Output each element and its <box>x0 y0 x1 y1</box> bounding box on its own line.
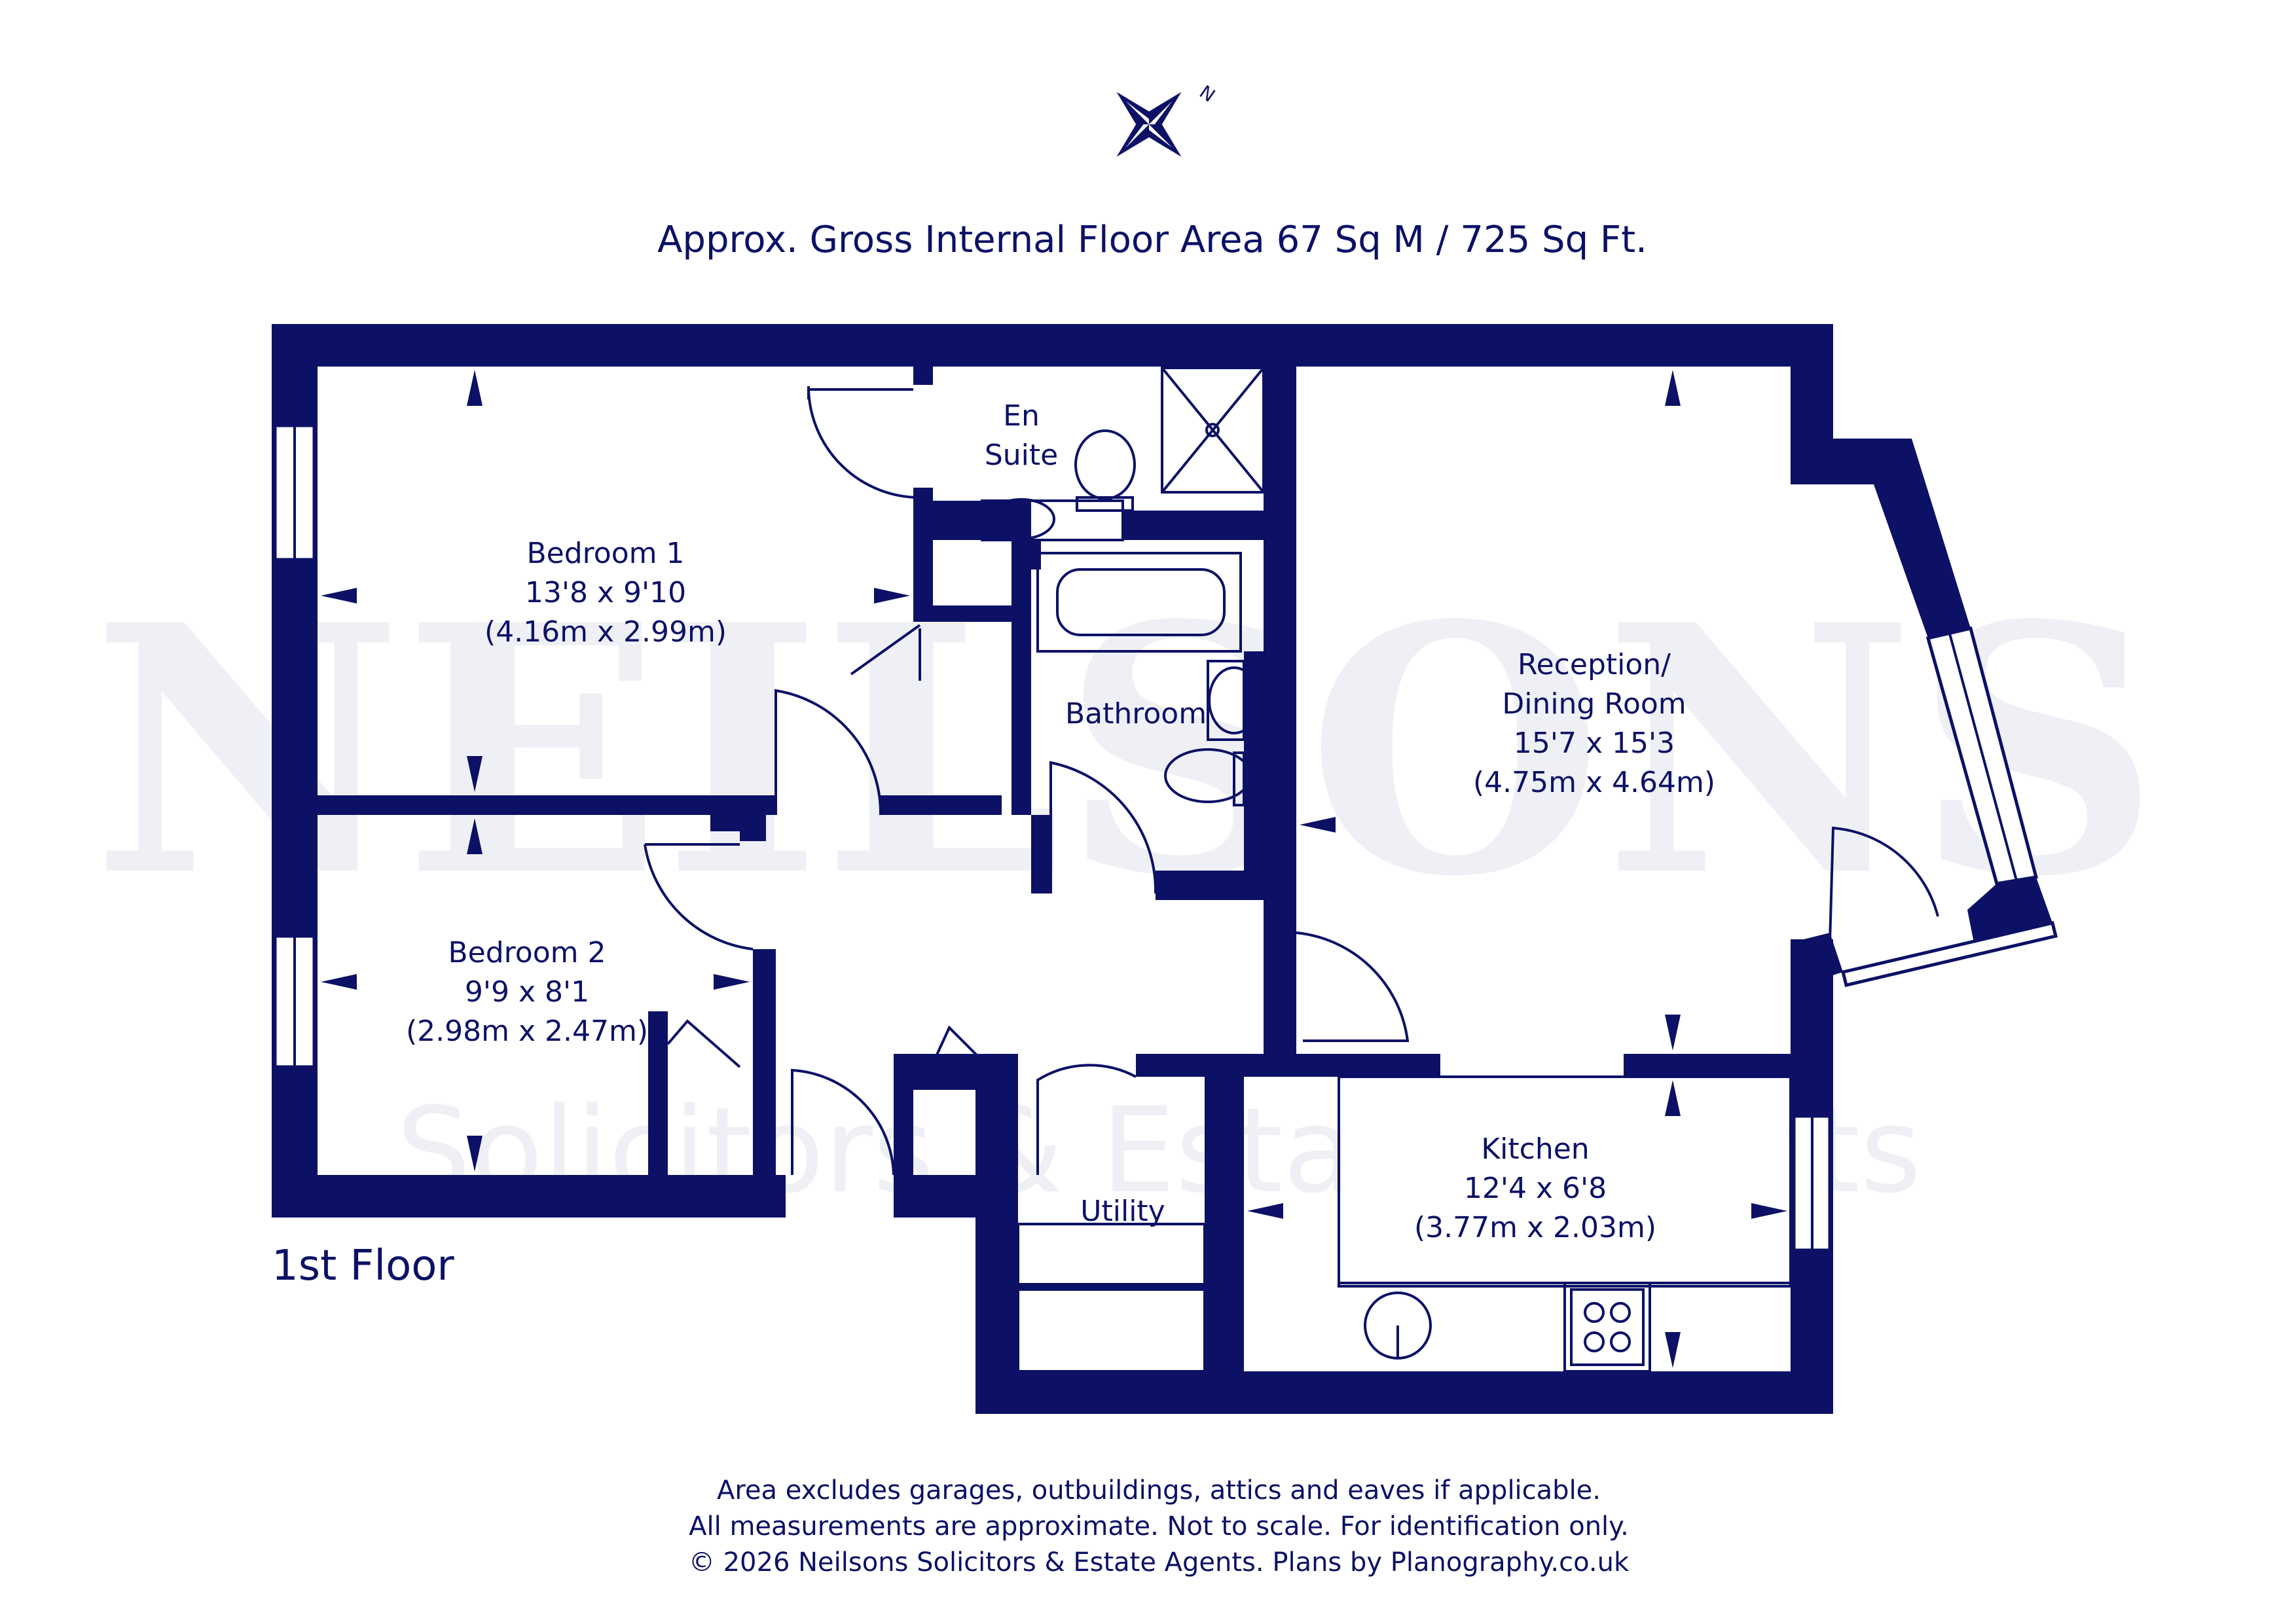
watermark-brand: NEILSONS <box>92 551 2160 951</box>
bath <box>1036 552 1242 653</box>
footer-line2: All measurements are approximate. Not to… <box>689 1511 1629 1542</box>
room-label-reception: Reception/ Dining Room 15'7 x 15'3 (4.75… <box>1473 648 1715 799</box>
reception-line1: Reception/ <box>1518 648 1671 681</box>
measurement-arrows <box>321 370 1787 1368</box>
bathroom-name: Bathroom <box>1065 697 1207 731</box>
room-label-kitchen: Kitchen 12'4 x 6'8 (3.77m x 2.03m) <box>1414 1132 1656 1244</box>
reception-imperial: 15'7 x 15'3 <box>1514 727 1675 760</box>
basin-ensuite <box>987 498 1055 540</box>
bedroom2-imperial: 9'9 x 8'1 <box>465 975 589 1009</box>
toilet-bathroom <box>1164 748 1252 803</box>
door-swings <box>644 386 1939 1176</box>
footer-line3: © 2026 Neilsons Solicitors & Estate Agen… <box>689 1547 1630 1578</box>
utility-name: Utility <box>1080 1195 1165 1228</box>
room-label-bathroom: Bathroom <box>1065 697 1207 731</box>
kitchen-metric: (3.77m x 2.03m) <box>1414 1211 1656 1244</box>
room-label-en-suite: En Suite <box>985 399 1058 472</box>
room-label-bedroom1: Bedroom 1 13'8 x 9'10 (4.16m x 2.99m) <box>484 537 727 649</box>
room-label-bedroom2: Bedroom 2 9'9 x 8'1 (2.98m x 2.47m) <box>406 936 648 1048</box>
bedroom2-name: Bedroom 2 <box>448 936 606 969</box>
toilet-ensuite <box>1074 429 1136 500</box>
area-title: Approx. Gross Internal Floor Area 67 Sq … <box>657 219 1647 261</box>
basin-bathroom <box>1208 666 1260 734</box>
footer-line1: Area excludes garages, outbuildings, att… <box>717 1475 1601 1506</box>
fixtures <box>981 367 1792 1373</box>
floor-label: 1st Floor <box>272 1242 454 1290</box>
bedroom1-metric: (4.16m x 2.99m) <box>484 615 727 649</box>
bedroom2-metric: (2.98m x 2.47m) <box>406 1015 648 1048</box>
reception-metric: (4.75m x 4.64m) <box>1473 766 1715 799</box>
room-label-utility: Utility <box>1080 1195 1165 1228</box>
en-suite-line1: En <box>1003 399 1040 433</box>
footer-notes: Area excludes garages, outbuildings, att… <box>689 1475 1630 1578</box>
reception-line2: Dining Room <box>1502 687 1686 721</box>
bedroom1-name: Bedroom 1 <box>527 537 685 570</box>
windows <box>273 424 2058 1252</box>
hob <box>1563 1282 1651 1373</box>
kitchen-name: Kitchen <box>1481 1132 1589 1166</box>
compass-north-label: N <box>1195 81 1219 107</box>
shower-tray <box>1161 367 1265 494</box>
compass-icon <box>1116 92 1182 157</box>
en-suite-line2: Suite <box>985 439 1058 472</box>
kitchen-imperial: 12'4 x 6'8 <box>1464 1172 1607 1205</box>
bedroom1-imperial: 13'8 x 9'10 <box>525 576 686 609</box>
